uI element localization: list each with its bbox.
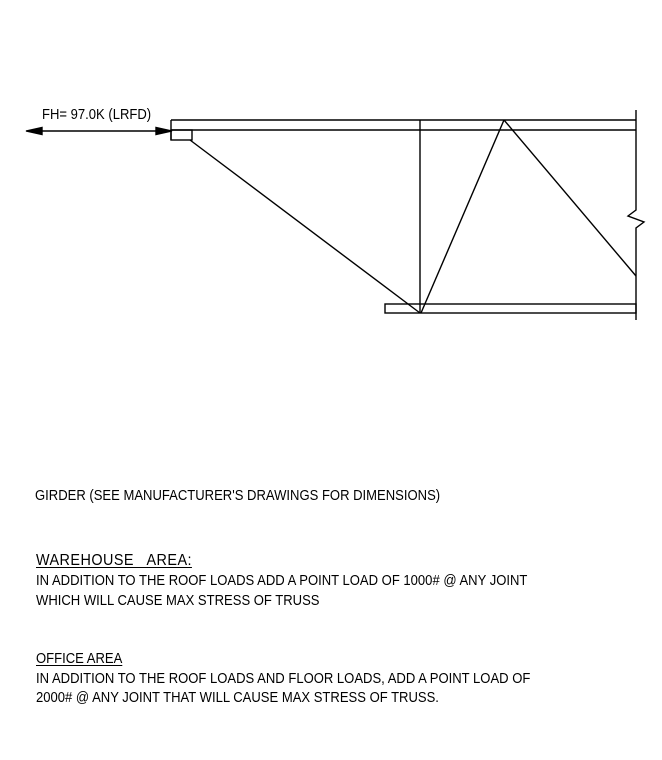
diagonal-web-end bbox=[189, 139, 421, 314]
force-label: FH= 97.0K (LRFD) bbox=[42, 107, 152, 123]
bearing-seat bbox=[170, 129, 193, 141]
warehouse-heading: WAREHOUSE AREA: bbox=[36, 552, 192, 569]
diagonal-web-down bbox=[503, 119, 637, 277]
office-note-line-2: 2000# @ ANY JOINT THAT WILL CAUSE MAX ST… bbox=[36, 690, 439, 706]
office-note-line-1: IN ADDITION TO THE ROOF LOADS AND FLOOR … bbox=[36, 671, 531, 687]
break-line bbox=[626, 110, 646, 320]
diagonal-web-up bbox=[420, 119, 505, 314]
office-heading: OFFICE AREA bbox=[36, 651, 123, 667]
warehouse-note-line-2: WHICH WILL CAUSE MAX STRESS OF TRUSS bbox=[36, 593, 320, 609]
force-arrow-head-left bbox=[25, 126, 43, 136]
force-arrow-head-right bbox=[155, 126, 173, 136]
warehouse-note-line-1: IN ADDITION TO THE ROOF LOADS ADD A POIN… bbox=[36, 573, 528, 589]
girder-note: GIRDER (SEE MANUFACTURER'S DRAWINGS FOR … bbox=[35, 488, 441, 504]
